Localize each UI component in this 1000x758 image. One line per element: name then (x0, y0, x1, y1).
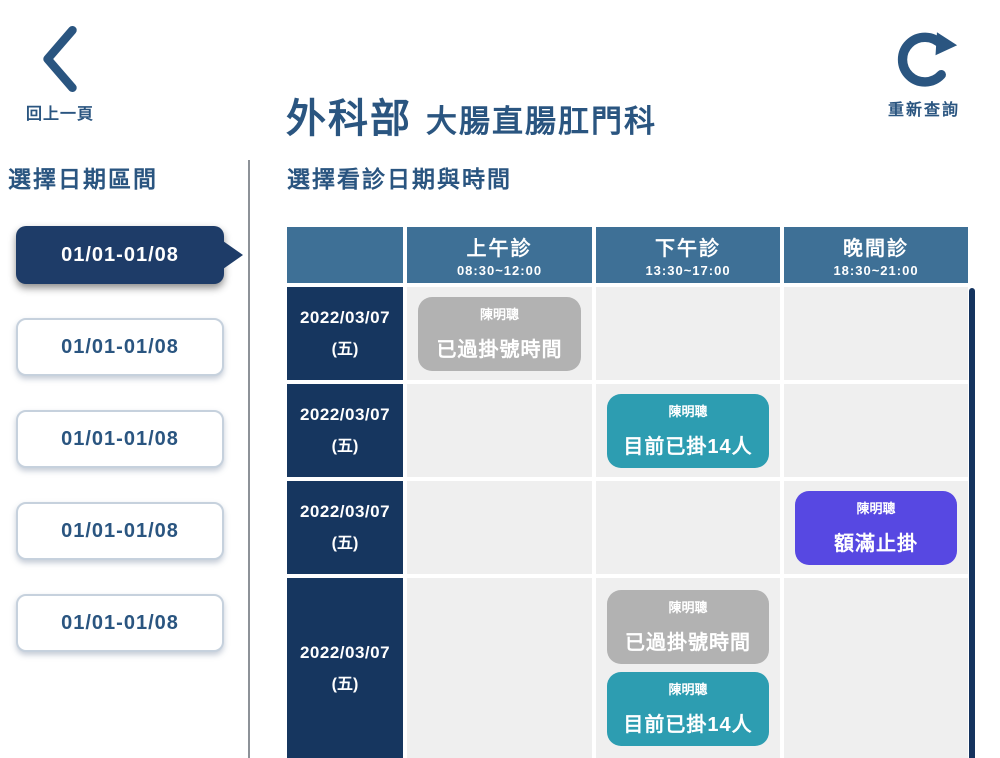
weekday-text: (五) (331, 535, 359, 552)
schedule-cell-evening: 陳明聰額滿止掛 (784, 481, 968, 574)
slot-status: 目前已掛14人 (623, 435, 753, 458)
row-date-cell: 2022/03/07 (五) (287, 287, 403, 380)
column-header: 上午診 08:30~12:00 (407, 227, 592, 283)
chevron-left-icon (43, 25, 77, 93)
schedule-cell-evening (784, 384, 968, 477)
vertical-divider (248, 160, 250, 758)
schedule-cell-evening (784, 578, 968, 758)
schedule-cell-morning (407, 481, 592, 574)
appointment-card-closed: 陳明聰已過掛號時間 (607, 590, 769, 664)
sidebar-title: 選擇日期區間 (8, 166, 158, 192)
refresh-label: 重新查詢 (887, 102, 960, 119)
column-header-time: 08:30~12:00 (456, 263, 543, 278)
schedule-title: 選擇看診日期與時間 (287, 166, 512, 192)
date-text: 2022/03/07 (299, 502, 391, 521)
row-date-cell: 2022/03/07 (五) (287, 578, 403, 758)
clinic-title: 大腸直腸肛門科 (426, 104, 657, 139)
weekday-text: (五) (331, 438, 359, 455)
back-label: 回上一頁 (25, 106, 94, 123)
date-range-button[interactable]: 01/01-01/08 (16, 594, 224, 652)
date-range-button[interactable]: 01/01-01/08 (16, 502, 224, 560)
slot-status: 額滿止掛 (834, 532, 918, 555)
table-corner-cell (287, 227, 403, 283)
appointment-card-closed: 陳明聰已過掛號時間 (418, 296, 581, 371)
date-text: 2022/03/07 (299, 405, 391, 424)
date-range-button[interactable]: 01/01-01/08 (16, 318, 224, 376)
date-text: 2022/03/07 (299, 308, 391, 327)
schedule-cell-afternoon (596, 287, 780, 380)
schedule-cell-evening (784, 287, 968, 380)
doctor-name: 陳明聰 (668, 600, 708, 615)
weekday-text: (五) (331, 341, 359, 358)
slot-status: 目前已掛14人 (623, 714, 753, 736)
column-header-label: 上午診 (466, 238, 533, 260)
slot-status: 已過掛號時間 (625, 632, 751, 654)
schedule-cell-morning: 陳明聰已過掛號時間 (407, 287, 592, 380)
schedule-cell-afternoon: 陳明聰目前已掛14人 (596, 384, 780, 477)
schedule-table: 上午診 08:30~12:00 下午診 13:30~17:00 晚間診 18:30~21:… (287, 227, 968, 758)
column-header: 下午診 13:30~17:00 (596, 227, 780, 283)
column-header-label: 下午診 (655, 238, 721, 260)
date-range-button[interactable]: 01/01-01/08 (16, 410, 224, 468)
schedule-cell-afternoon: 陳明聰已過掛號時間陳明聰目前已掛14人 (596, 578, 780, 758)
doctor-name: 陳明聰 (668, 682, 708, 697)
doctor-name: 陳明聰 (856, 500, 896, 516)
date-range-list: 01/01-01/08 01/01-01/08 01/01-01/08 01/01-0… (16, 226, 226, 686)
vertical-scrollbar[interactable] (969, 288, 975, 758)
row-date-cell: 2022/03/07 (五) (287, 384, 403, 477)
department-title: 外科部 (286, 97, 412, 141)
slot-status: 已過掛號時間 (436, 338, 563, 361)
refresh-icon (897, 32, 958, 87)
schedule-cell-afternoon (596, 481, 780, 574)
back-button[interactable]: 回上一頁 (12, 24, 108, 124)
doctor-name: 陳明聰 (479, 306, 519, 322)
doctor-name: 陳明聰 (668, 403, 708, 419)
date-range-label: 01/01-01/08 (61, 611, 179, 634)
date-range-button-selected[interactable]: 01/01-01/08 (16, 226, 224, 284)
date-range-label: 01/01-01/08 (61, 243, 179, 266)
schedule-cell-morning (407, 384, 592, 477)
column-header-time: 13:30~17:00 (645, 263, 731, 278)
row-date-cell: 2022/03/07 (五) (287, 481, 403, 574)
weekday-text: (五) (331, 675, 359, 693)
appointment-card-full: 陳明聰額滿止掛 (795, 490, 957, 565)
appointment-card-available[interactable]: 陳明聰目前已掛14人 (607, 393, 769, 468)
page-title: 外科部 大腸直腸肛門科 (286, 86, 657, 144)
column-header-label: 晚間診 (843, 238, 909, 260)
date-range-label: 01/01-01/08 (61, 335, 179, 358)
date-text: 2022/03/07 (299, 642, 391, 662)
column-header-time: 18:30~21:00 (833, 263, 919, 278)
date-range-label: 01/01-01/08 (61, 427, 179, 450)
refresh-button[interactable]: 重新查詢 (872, 20, 976, 120)
appointment-card-available[interactable]: 陳明聰目前已掛14人 (607, 672, 769, 746)
column-header: 晚間診 18:30~21:00 (784, 227, 968, 283)
date-range-label: 01/01-01/08 (61, 519, 179, 542)
schedule-cell-morning (407, 578, 592, 758)
